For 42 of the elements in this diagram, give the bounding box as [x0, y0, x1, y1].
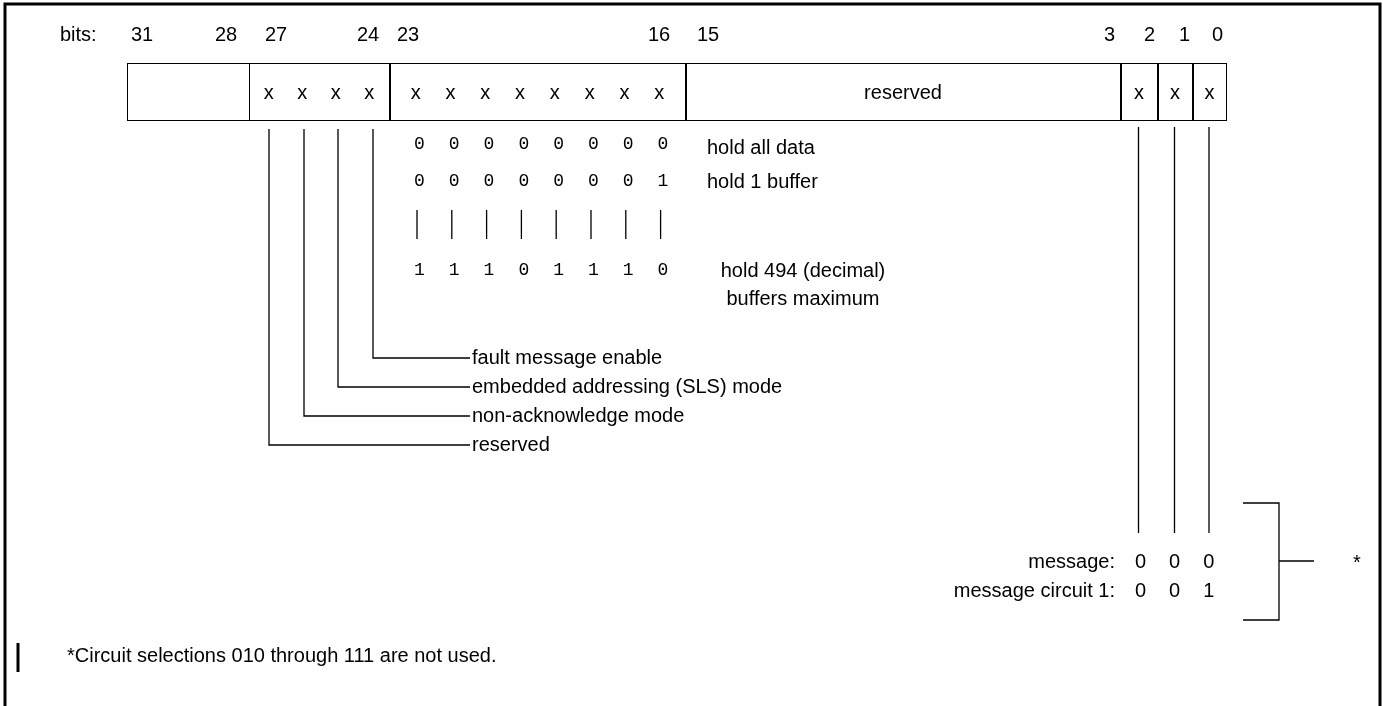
field-description: fault message enable	[472, 347, 663, 367]
bit-pattern: 1 1 1 0 1 1 1 0	[414, 261, 676, 279]
bit-pattern: 0 0 0 0 0 0 0 1	[414, 172, 676, 190]
field-description: embedded addressing (SLS) mode	[472, 376, 783, 396]
leader-line	[372, 128, 471, 359]
register-field: x	[1120, 63, 1158, 121]
value-description: hold all data	[707, 137, 815, 157]
register-field: x	[1157, 63, 1193, 121]
bit-number: 3	[1104, 24, 1116, 44]
bit-number: 1	[1179, 24, 1191, 44]
footnote: *Circuit selections 010 through 111 are not used.	[67, 645, 497, 665]
field-description: reserved	[472, 434, 550, 454]
leader-line	[1137, 126, 1140, 534]
value-description: hold 1 buffer	[707, 171, 818, 191]
bit-number: 31	[131, 24, 154, 44]
register-field: x	[1192, 63, 1227, 121]
footnote-mark: *	[1353, 552, 1361, 572]
field-description: non-acknowledge mode	[472, 405, 685, 425]
bit-number: bits:	[60, 24, 97, 44]
bit-number: 24	[357, 24, 380, 44]
register-field: x x x x x x x x	[389, 63, 686, 121]
leader-line	[337, 128, 471, 388]
bit-number: 27	[265, 24, 288, 44]
bit-pattern: 0 0 0	[1135, 551, 1223, 571]
leader-line	[1208, 126, 1210, 534]
register-field: reserved	[685, 63, 1121, 121]
bit-number: 0	[1212, 24, 1224, 44]
bit-number: 23	[397, 24, 420, 44]
register-field	[127, 63, 250, 121]
bit-number: 16	[648, 24, 671, 44]
leader-line	[268, 128, 471, 446]
value-description: hold 494 (decimal) buffers maximum	[719, 258, 887, 311]
bit-number: 2	[1144, 24, 1156, 44]
bit-number: 28	[215, 24, 238, 44]
leader-line	[303, 128, 471, 417]
bit-number: 15	[697, 24, 720, 44]
bit-pattern: 0 0 0 0 0 0 0 0	[414, 135, 676, 153]
bit-pattern: 0 0 1	[1135, 580, 1223, 600]
value-description: message circuit 1:	[953, 580, 1115, 600]
value-description: message:	[1028, 551, 1115, 571]
leader-line	[1173, 126, 1176, 534]
register-field: x x x x	[248, 63, 390, 121]
